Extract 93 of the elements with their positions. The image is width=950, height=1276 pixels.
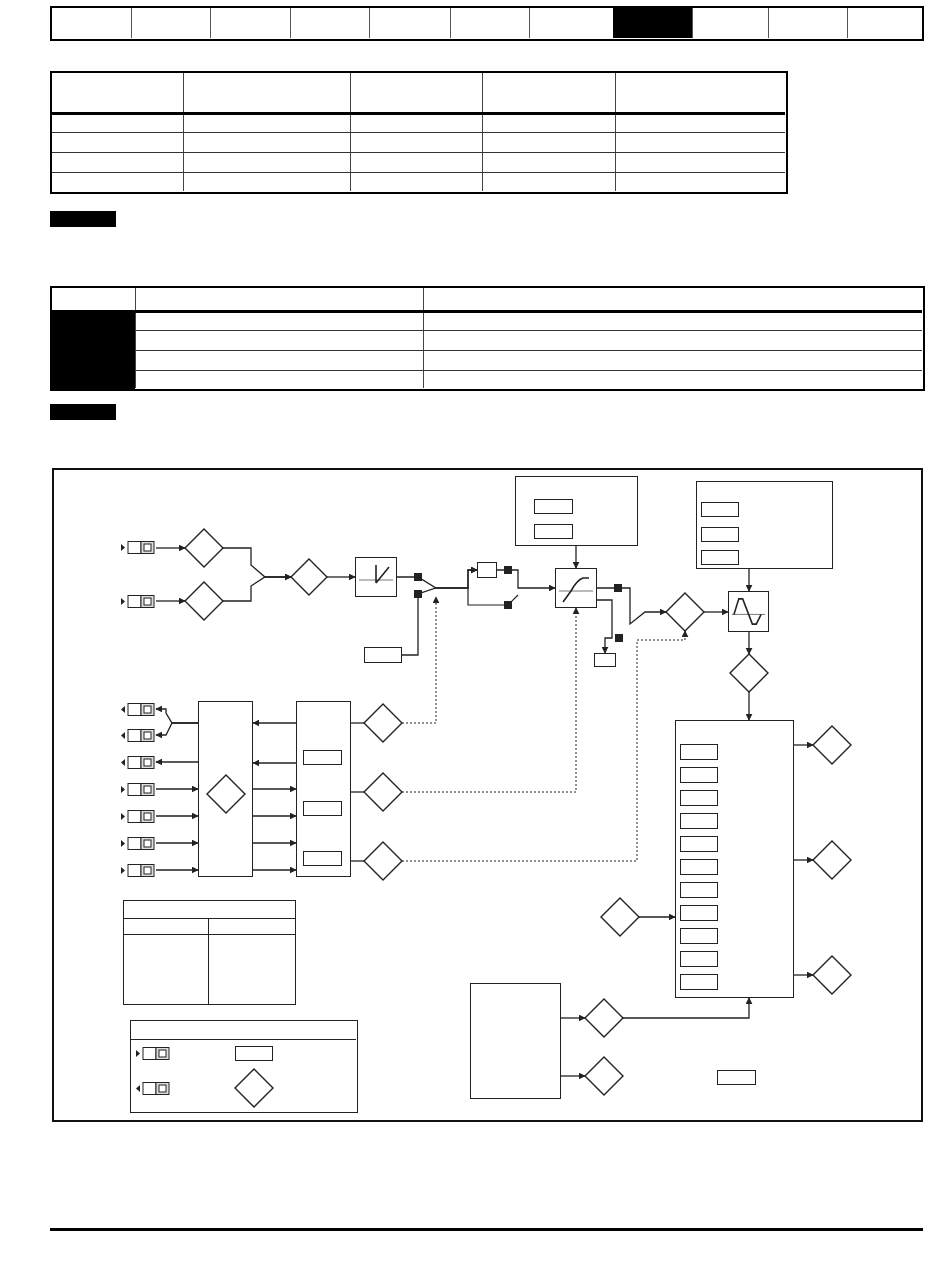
arrow (252, 719, 297, 727)
arrow (560, 1014, 586, 1022)
parameter-box (594, 653, 616, 667)
function-block (675, 720, 794, 998)
parameter-diamond (364, 704, 402, 742)
arrow (222, 573, 292, 602)
parameter-diamond (585, 1057, 623, 1095)
function-block (296, 701, 351, 877)
parameter-box (680, 767, 718, 783)
arrow (622, 997, 753, 1019)
parameter-box (680, 905, 718, 921)
arrow (252, 759, 297, 767)
function-block (130, 1020, 358, 1113)
dashed-connector (401, 596, 440, 724)
arrow (155, 785, 199, 793)
parameter-diamond (291, 559, 327, 595)
input-terminal (121, 836, 156, 850)
arrow (793, 741, 814, 749)
function-block (470, 983, 561, 1099)
arrow (793, 971, 814, 979)
parameter-diamond (364, 773, 402, 811)
arrow (155, 866, 199, 874)
parameter-box (680, 813, 718, 829)
arrow (252, 839, 297, 847)
arrow (252, 812, 297, 820)
parameter-box (235, 1046, 273, 1061)
parameter-box (303, 801, 342, 816)
parameter-box (701, 502, 739, 517)
arrow (560, 1072, 586, 1080)
output-terminal (121, 728, 156, 742)
parameter-box (701, 527, 739, 542)
parameter-box (701, 550, 739, 565)
parameter-box (680, 836, 718, 852)
function-block (696, 481, 833, 569)
parameter-diamond (185, 529, 223, 567)
output-terminal (121, 702, 156, 716)
arrow (596, 599, 613, 654)
input-terminal (121, 863, 156, 877)
dashed-connector (401, 607, 580, 793)
parameter-box (680, 974, 718, 990)
input-terminal (121, 782, 156, 796)
parameter-box (680, 951, 718, 967)
output-terminal (136, 1082, 170, 1095)
parameter-box (680, 928, 718, 944)
parameter-diamond (235, 1069, 273, 1107)
arrow (155, 812, 199, 820)
input-terminal (121, 541, 156, 554)
parameter-diamond (813, 726, 851, 764)
parameter-box (680, 882, 718, 898)
arrow (793, 856, 814, 864)
arrow (745, 691, 753, 721)
output-terminal (121, 755, 156, 769)
parameter-diamond (585, 999, 623, 1037)
arrow (745, 568, 753, 592)
input-terminal (136, 1047, 170, 1060)
parameter-box (680, 744, 718, 760)
parameter-diamond (364, 842, 402, 880)
parameter-box (534, 524, 573, 539)
arrow (638, 913, 676, 921)
dashed-connector (401, 630, 689, 862)
arrow (155, 597, 186, 605)
arrow (155, 544, 186, 552)
arrow (155, 839, 199, 847)
arrow (572, 545, 580, 569)
arrow (326, 573, 356, 581)
arrow (252, 866, 297, 874)
parameter-box (534, 499, 573, 514)
parameter-box (680, 859, 718, 875)
parameter-diamond (666, 593, 704, 631)
parameter-box (303, 851, 342, 866)
arrow (703, 608, 729, 616)
arrow (596, 587, 667, 626)
parameter-diamond (207, 775, 245, 813)
parameter-diamond (185, 582, 223, 620)
arrow (155, 758, 199, 766)
parameter-box (303, 750, 342, 765)
arrow (496, 569, 556, 592)
arrow (401, 566, 478, 656)
parameter-box (477, 562, 497, 578)
function-block (198, 701, 253, 877)
arrow (155, 722, 199, 739)
arrow (745, 631, 753, 655)
function-block (515, 476, 638, 546)
arrow (252, 785, 297, 793)
parameter-diamond (813, 956, 851, 994)
parameter-box (680, 790, 718, 806)
parameter-box (364, 647, 402, 663)
input-terminal (121, 809, 156, 823)
input-terminal (121, 595, 156, 608)
parameter-box (717, 1070, 756, 1085)
parameter-diamond (813, 841, 851, 879)
parameter-diamond (730, 654, 768, 692)
parameter-diamond (601, 898, 639, 936)
